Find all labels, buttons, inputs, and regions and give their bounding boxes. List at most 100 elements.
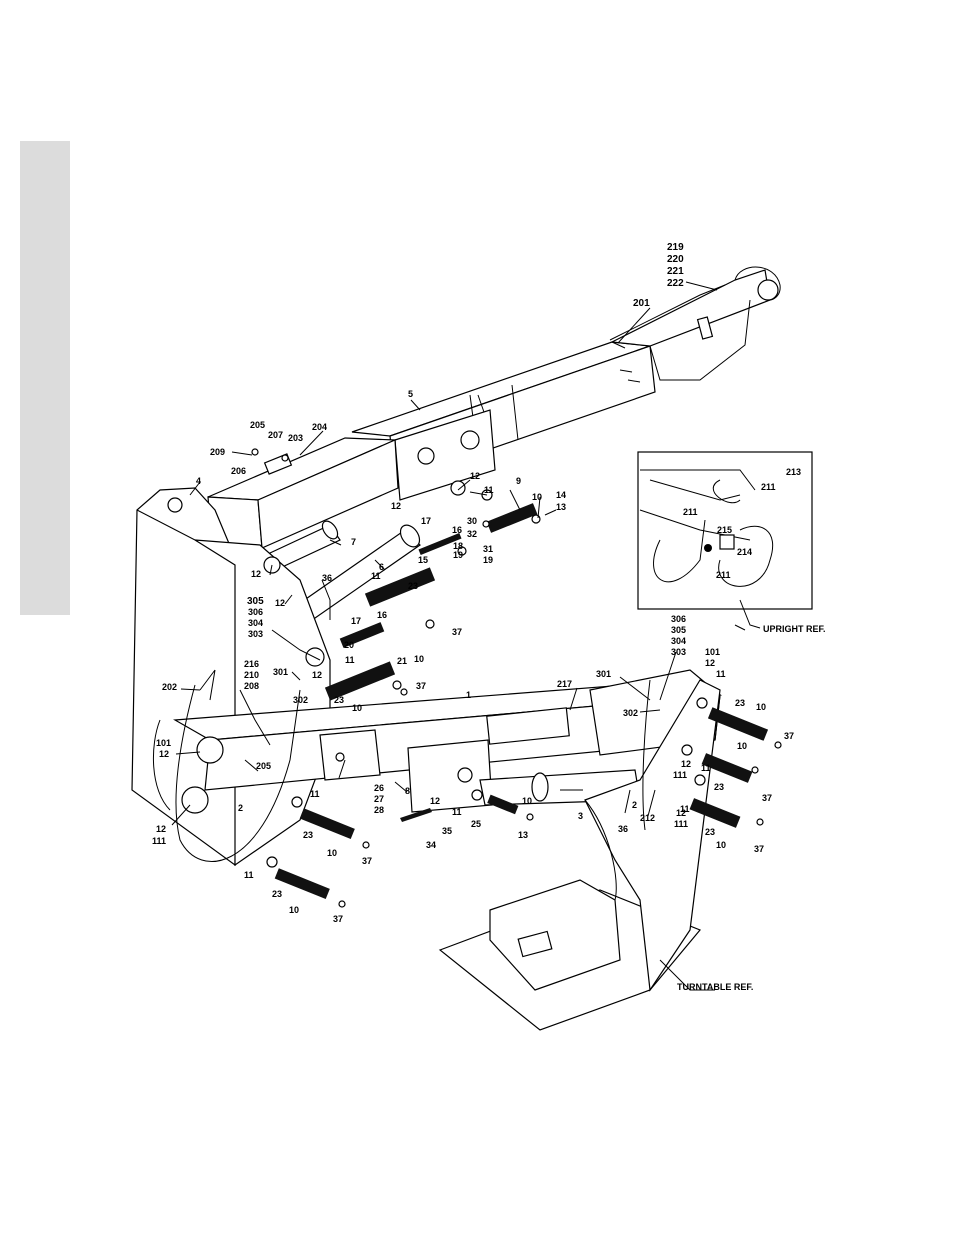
callout-11: 11	[680, 804, 690, 814]
callout-20: 20	[344, 640, 354, 650]
pin-15	[418, 532, 462, 556]
hardware	[251, 448, 782, 908]
pin-25	[487, 794, 519, 815]
part-35	[400, 808, 432, 822]
callout-202: 202	[162, 682, 177, 692]
callout-23: 23	[303, 830, 313, 840]
callout-10: 10	[327, 848, 337, 858]
callout-34: 34	[426, 840, 436, 850]
callout-101: 101	[705, 647, 720, 657]
callout-37: 37	[784, 731, 794, 741]
pin-9	[486, 503, 538, 533]
callout-219: 219	[667, 242, 684, 253]
callout-12: 12	[312, 670, 322, 680]
leader-lines	[171, 281, 746, 991]
callout-23: 23	[714, 782, 724, 792]
callout-27: 27	[374, 794, 384, 804]
callout-19: 19	[483, 555, 493, 565]
callout-11: 11	[716, 669, 726, 679]
callout-11: 11	[484, 485, 494, 495]
callout-212: 212	[640, 813, 655, 823]
callout-11: 11	[310, 789, 320, 799]
callout-12: 12	[470, 471, 480, 481]
callout-28: 28	[374, 805, 384, 815]
callout-37: 37	[362, 856, 372, 866]
callout-111: 111	[674, 819, 688, 829]
callout-37: 37	[754, 844, 764, 854]
callout-10: 10	[414, 654, 424, 664]
pin-23-top	[364, 567, 436, 607]
callout-30: 30	[467, 516, 477, 526]
callout-222: 222	[667, 278, 684, 289]
callout-12: 12	[391, 501, 401, 511]
callout-12: 12	[159, 749, 169, 759]
pin-23-low-1	[299, 808, 355, 840]
pin-23-mid	[324, 661, 396, 701]
callout-203: 203	[288, 433, 303, 443]
callout-37: 37	[333, 914, 343, 924]
callout-201: 201	[633, 298, 650, 309]
callout-12: 12	[676, 808, 686, 818]
callout-305: 305	[247, 596, 264, 607]
callout-10: 10	[289, 905, 299, 915]
callout-301: 301	[596, 669, 611, 679]
callout-35: 35	[442, 826, 452, 836]
callout-11: 11	[371, 571, 381, 581]
callout-23: 23	[735, 698, 745, 708]
callout-10: 10	[737, 741, 747, 751]
callout-304: 304	[248, 618, 263, 628]
callout-12: 12	[705, 658, 715, 668]
callout-211: 211	[761, 482, 776, 492]
callout-11: 11	[345, 655, 355, 665]
callout-211: 211	[716, 570, 731, 580]
turntable	[438, 679, 721, 1031]
callout-23: 23	[334, 695, 344, 705]
callout-301: 301	[273, 667, 288, 677]
callout-303: 303	[671, 647, 686, 657]
callout-23: 23	[705, 827, 715, 837]
callout-32: 32	[467, 529, 477, 539]
callout-10: 10	[756, 702, 766, 712]
callout-213: 213	[786, 467, 801, 477]
callout-11: 11	[244, 870, 254, 880]
upper-boom	[351, 266, 781, 501]
callout-306: 306	[248, 607, 263, 617]
boom-section-204	[207, 437, 399, 549]
callout-211: 211	[683, 507, 698, 517]
callout-216: 216	[244, 659, 259, 669]
callout-15: 15	[418, 555, 428, 565]
callout-2: 2	[632, 800, 637, 810]
callout-210: 210	[244, 670, 259, 680]
callout-214: 214	[737, 547, 752, 557]
callout-204: 204	[312, 422, 327, 432]
callout-302: 302	[623, 708, 638, 718]
upright-ref-label: UPRIGHT REF.	[763, 624, 826, 634]
callout-13: 13	[518, 830, 528, 840]
callout-21: 21	[397, 656, 407, 666]
callout-206: 206	[231, 466, 246, 476]
callout-8: 8	[405, 786, 410, 796]
pin-23-right-2	[701, 753, 753, 783]
callout-10: 10	[352, 703, 362, 713]
callout-303: 303	[248, 629, 263, 639]
callout-36: 36	[322, 573, 332, 583]
callout-11: 11	[452, 807, 462, 817]
callout-14: 14	[556, 490, 566, 500]
side-tab	[20, 141, 70, 615]
callout-labels: 219 220 221 222 201 5 205 207 203 204 20…	[152, 242, 826, 992]
callout-5: 5	[408, 389, 413, 399]
callout-2: 2	[238, 803, 243, 813]
callout-23: 23	[272, 889, 282, 899]
callout-12: 12	[156, 824, 166, 834]
callout-12: 12	[275, 598, 285, 608]
callout-23: 23	[408, 581, 418, 591]
callout-305: 305	[671, 625, 686, 635]
callout-16: 16	[377, 610, 387, 620]
callout-209: 209	[210, 447, 225, 457]
callout-6: 6	[379, 562, 384, 572]
callout-217: 217	[557, 679, 572, 689]
pin-23-right-1	[707, 707, 769, 741]
callout-31: 31	[483, 544, 493, 554]
callout-101: 101	[156, 738, 171, 748]
